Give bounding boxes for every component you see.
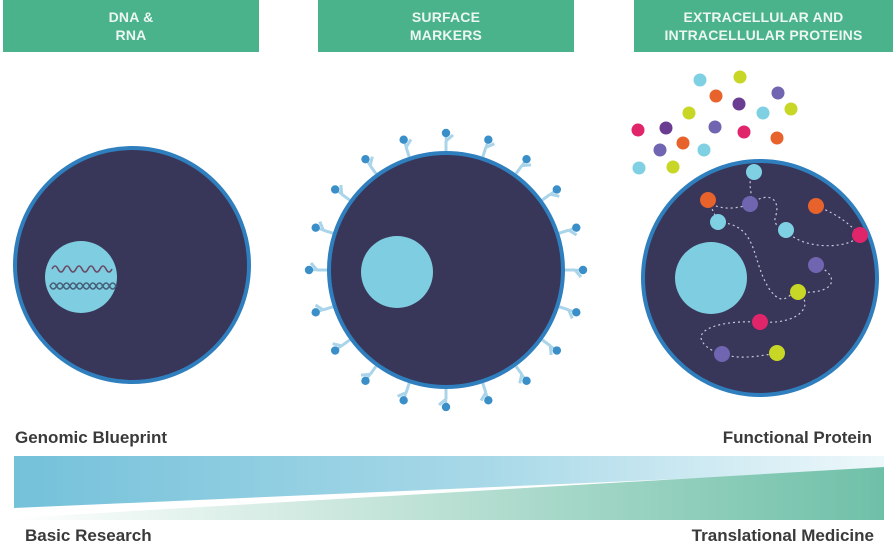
header-surface-markers: SURFACE MARKERS: [318, 0, 574, 52]
protein-dot: [697, 143, 711, 157]
protein-dot: [852, 227, 868, 243]
dna-helix-icon: [49, 282, 117, 290]
antibody-receptor-icon: [514, 365, 531, 386]
header-line-2: RNA: [115, 27, 147, 43]
cell-body: [327, 151, 565, 389]
protein-dot: [733, 70, 747, 84]
antibody-receptor-icon: [479, 382, 493, 405]
functional-protein-label: Functional Protein: [722, 428, 872, 447]
antibody-receptor-icon: [397, 382, 411, 405]
protein-dot: [790, 284, 806, 300]
protein-dot: [676, 136, 690, 150]
protein-dot: [752, 314, 768, 330]
protein-dot: [732, 97, 746, 111]
rna-strand-icon: [51, 265, 113, 273]
protein-link: [749, 196, 787, 231]
protein-cell: [631, 70, 879, 397]
header-line-2: INTRACELLULAR PROTEINS: [664, 27, 863, 43]
antibody-receptor-icon: [311, 303, 334, 317]
protein-dot: [784, 102, 798, 116]
surface-marker-cell: [304, 128, 588, 412]
intracellular-proteins: [700, 164, 868, 362]
header-line-1: SURFACE: [411, 9, 481, 25]
cell-body: [641, 159, 879, 397]
protein-dot: [770, 131, 784, 145]
antibody-receptor-icon: [541, 338, 562, 356]
extracellular-proteins: [631, 70, 798, 175]
protein-dot: [769, 345, 785, 361]
antibody-receptor-icon: [438, 389, 451, 412]
dna-strand: [49, 284, 117, 290]
research-to-medicine-bar: [14, 467, 884, 520]
nucleus: [45, 241, 117, 313]
protein-dot: [631, 123, 645, 137]
antibody-receptor-icon: [481, 135, 495, 158]
cell-body: [13, 146, 251, 384]
protein-dot: [737, 125, 751, 139]
protein-dot: [708, 120, 722, 134]
antibody-receptor-icon: [311, 221, 334, 235]
header-line-1: DNA &: [108, 9, 154, 25]
antibody-receptor-icon: [330, 338, 351, 355]
protein-dot: [693, 73, 707, 87]
protein-dot: [742, 196, 758, 212]
dna-rna-cell: [13, 146, 251, 384]
antibody-receptor-icon: [441, 128, 454, 151]
antibody-receptor-icon: [541, 185, 562, 202]
protein-link: [717, 221, 799, 300]
protein-dot: [808, 257, 824, 273]
basic-research-label: Basic Research: [25, 526, 152, 545]
protein-dot: [700, 192, 716, 208]
protein-dot: [771, 86, 785, 100]
antibody-receptor-icon: [399, 135, 413, 158]
antibody-receptor-icon: [558, 223, 581, 237]
protein-dot: [714, 346, 730, 362]
genomic-to-protein-bar: [14, 456, 884, 508]
protein-dot: [778, 222, 794, 238]
genomic-blueprint-label: Genomic Blueprint: [15, 428, 168, 447]
antibody-receptor-icon: [330, 184, 351, 202]
protein-dot: [659, 121, 673, 135]
protein-dot: [666, 160, 680, 174]
nucleus: [361, 236, 433, 308]
header-proteins: EXTRACELLULAR AND INTRACELLULAR PROTEINS: [634, 0, 893, 52]
antibody-receptor-icon: [565, 265, 588, 278]
protein-dot: [632, 161, 646, 175]
nucleus: [675, 242, 747, 314]
antibody-receptor-icon: [361, 154, 378, 175]
header-dna-rna: DNA & RNA: [3, 0, 259, 52]
antibody-receptor-icon: [558, 305, 581, 319]
antibody-receptor-icon: [304, 262, 327, 275]
protein-dot: [653, 143, 667, 157]
header-line-2: MARKERS: [409, 27, 483, 43]
protein-dot: [808, 198, 824, 214]
translational-medicine-label: Translational Medicine: [691, 526, 874, 545]
protein-link: [797, 264, 833, 293]
spectrum-bars: [14, 456, 884, 520]
receptor-group: [304, 128, 588, 412]
header-line-1: EXTRACELLULAR AND: [683, 9, 844, 25]
protein-dot: [746, 164, 762, 180]
protein-dot: [709, 89, 723, 103]
protein-dot: [756, 106, 770, 120]
antibody-receptor-icon: [514, 154, 532, 175]
antibody-receptor-icon: [360, 365, 378, 386]
protein-dot: [682, 106, 696, 120]
protein-dot: [710, 214, 726, 230]
